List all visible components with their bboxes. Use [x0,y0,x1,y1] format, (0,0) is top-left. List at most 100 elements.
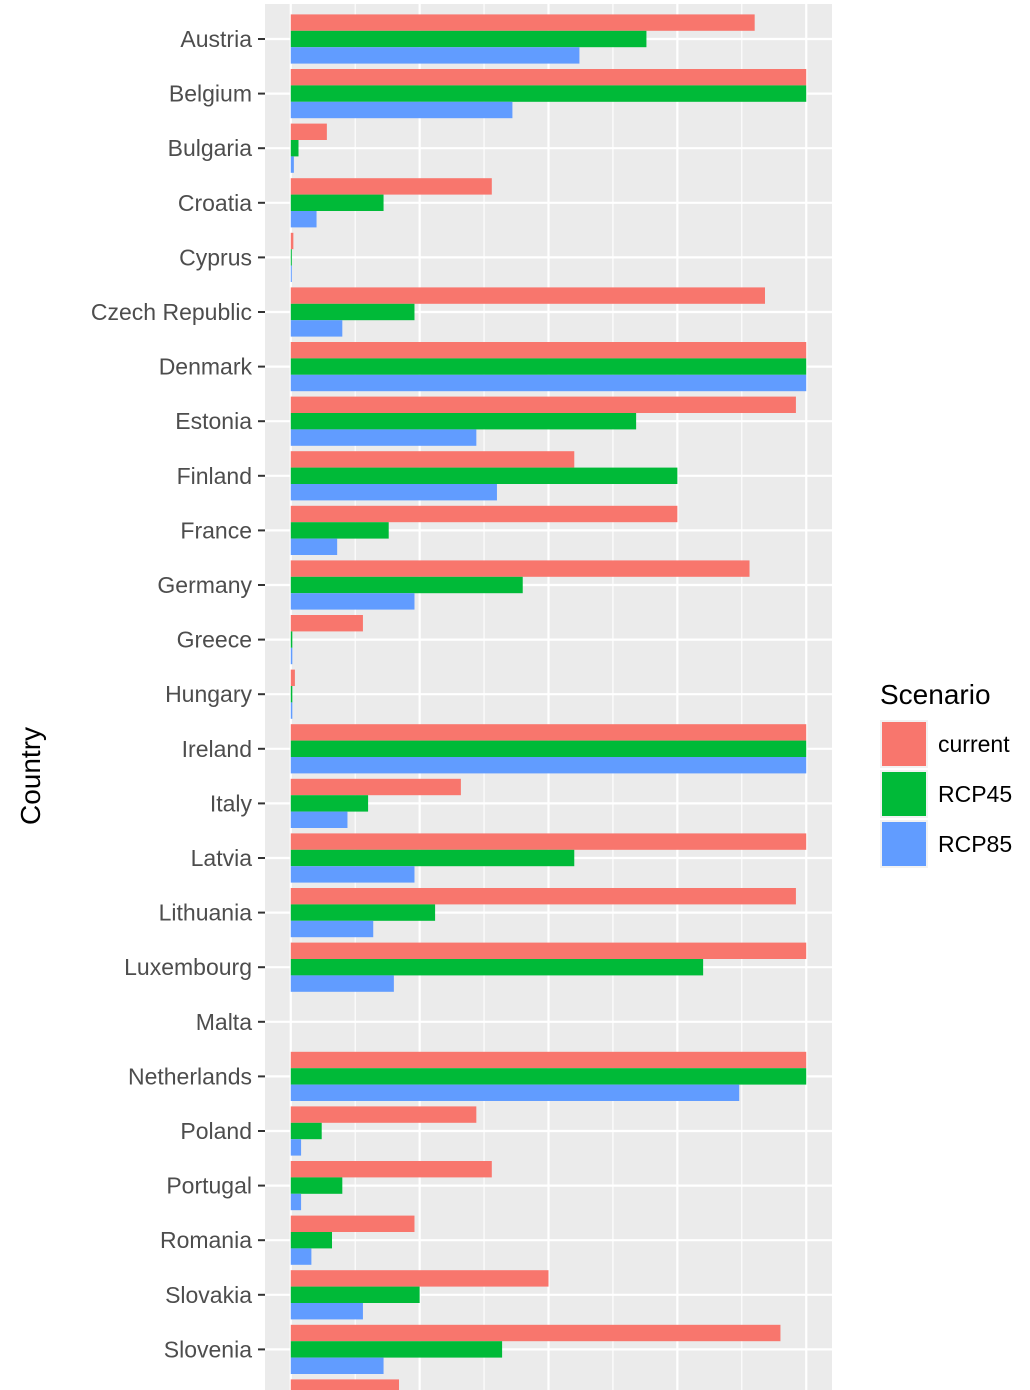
y-tick-label: Malta [196,1009,252,1035]
y-axis-title: Country [15,727,46,825]
y-tick-label: Finland [177,463,252,489]
bar-denmark-current [290,342,807,359]
y-tick-label: Belgium [169,81,252,107]
y-tick-label: Czech Republic [91,299,252,325]
bar-germany-rcp85 [290,593,415,610]
bar-luxembourg-rcp45 [290,959,704,976]
bar-denmark-rcp45 [290,358,807,375]
bar-latvia-rcp45 [290,849,575,867]
bar-hungary-current [290,669,295,686]
bar-portugal-rcp45 [290,1177,343,1194]
bar-slovakia-current [290,1270,549,1287]
bar-bulgaria-rcp85 [290,156,294,173]
legend-key-current [882,722,926,766]
bar-luxembourg-current [290,942,807,959]
bar-poland-rcp85 [290,1139,302,1156]
bar-denmark-rcp85 [290,374,807,392]
bar-germany-current [290,560,750,577]
bar-croatia-current [290,178,492,195]
bar-estonia-current [290,396,796,413]
bar-austria-rcp85 [290,47,580,64]
bar-poland-rcp45 [290,1122,322,1140]
bar-lithuania-rcp85 [290,920,374,938]
y-tick-label: Greece [177,627,252,653]
bar-finland-rcp45 [290,467,678,484]
bar-croatia-rcp85 [290,211,317,228]
y-tick-label: Ireland [182,736,252,762]
bar-romania-rcp45 [290,1232,333,1249]
y-tick-label: Romania [160,1227,252,1253]
y-tick-label: Cyprus [179,244,252,270]
bar-romania-rcp85 [290,1248,312,1265]
y-tick-label: Italy [210,790,253,816]
legend-label-rcp45: RCP45 [938,781,1012,807]
y-tick-label: Germany [157,572,252,598]
bar-slovenia-rcp85 [290,1357,384,1374]
bar-slovakia-rcp85 [290,1303,363,1320]
bar-lithuania-rcp45 [290,904,436,921]
y-axis-ticks: AustriaBelgiumBulgariaCroatiaCyprusCzech… [91,26,265,1362]
bar-ireland-rcp85 [290,757,807,774]
bar-greece-current [290,615,363,632]
bar-belgium-current [290,69,807,86]
bar-netherlands-rcp45 [290,1068,807,1085]
y-tick-label: Lithuania [159,900,253,926]
y-tick-label: Slovenia [164,1336,252,1362]
bar-greece-rcp85 [290,647,293,665]
bar-austria-rcp45 [290,30,647,48]
bar-latvia-current [290,833,807,850]
y-tick-label: Luxembourg [124,954,252,980]
legend-label-rcp85: RCP85 [938,831,1012,857]
bar-hungary-rcp45 [290,686,293,703]
bar-italy-rcp45 [290,795,369,812]
bar-ireland-rcp45 [290,740,807,757]
bar-latvia-rcp85 [290,866,415,883]
y-tick-label: Bulgaria [168,135,253,161]
bar-italy-current [290,778,461,796]
bar-germany-rcp45 [290,576,523,594]
bar-finland-rcp85 [290,484,497,501]
bar-belgium-rcp45 [290,85,807,102]
bar-slovenia-current [290,1324,781,1342]
bar-lithuania-current [290,888,796,905]
y-tick-label: Netherlands [128,1063,252,1089]
bar-cyprus-rcp85 [290,265,292,282]
bar-ireland-current [290,724,807,741]
bar-bulgaria-current [290,123,327,140]
bar-greece-rcp45 [290,631,293,648]
bars [290,14,807,1390]
bar-slovakia-rcp45 [290,1286,420,1303]
y-tick-label: Portugal [166,1173,252,1199]
bar-cyprus-current [290,232,294,250]
legend-key-rcp85 [882,822,926,866]
y-tick-label: Croatia [178,190,252,216]
bar-netherlands-rcp85 [290,1084,740,1101]
bar-czech-republic-rcp45 [290,303,415,321]
bar-netherlands-current [290,1051,807,1069]
bar-belgium-rcp85 [290,101,513,119]
bar-cyprus-rcp45 [290,249,292,266]
bar-estonia-rcp45 [290,413,637,430]
y-tick-label: Poland [180,1118,252,1144]
bar-poland-current [290,1106,477,1123]
bar-czech-republic-rcp85 [290,320,343,337]
bar-france-rcp45 [290,522,389,539]
bar-estonia-rcp85 [290,429,477,446]
bar-czech-republic-current [290,287,765,304]
y-tick-label: Denmark [159,354,253,380]
bar-spain-current [290,1379,400,1390]
bar-romania-current [290,1215,415,1232]
bar-portugal-rcp85 [290,1193,302,1211]
bar-finland-current [290,451,575,468]
legend-label-current: current [938,731,1010,757]
y-tick-label: France [180,517,252,543]
bar-croatia-rcp45 [290,194,384,211]
bar-france-rcp85 [290,538,338,555]
y-tick-label: Slovakia [165,1282,252,1308]
bar-luxembourg-rcp85 [290,975,394,992]
y-tick-label: Estonia [175,408,252,434]
y-tick-label: Austria [180,26,252,52]
